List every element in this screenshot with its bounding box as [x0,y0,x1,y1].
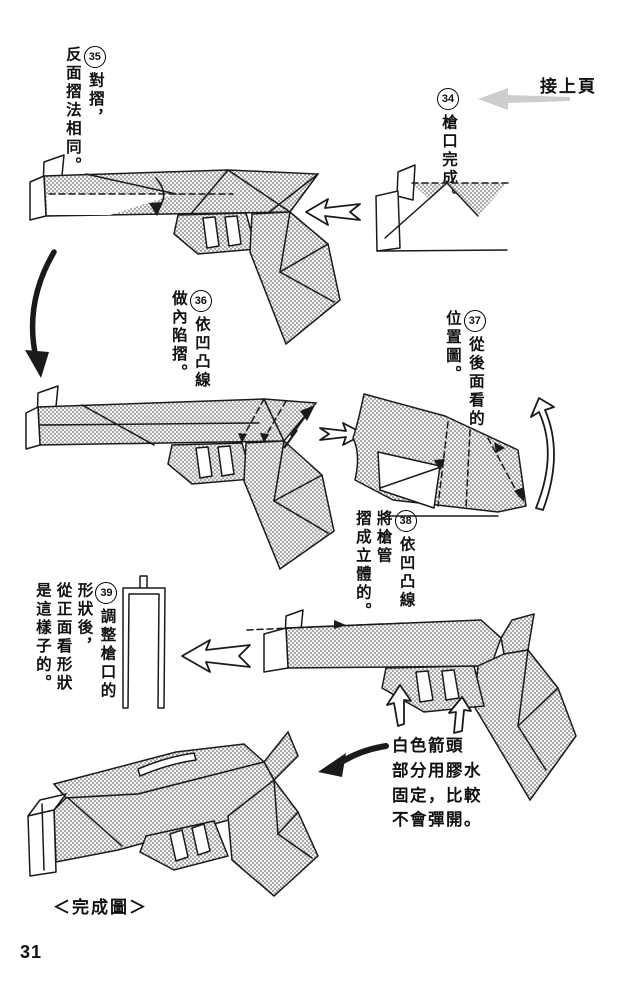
step-38-text-1: 依凹凸線 [397,536,415,610]
rotate-view-arrow-icon [526,396,560,512]
step-36-text-2: 做內陷摺。 [169,290,187,383]
diagram-step-34 [372,158,517,253]
continuation-arrow-icon [478,86,572,114]
black-flow-arrow-icon [16,248,64,380]
glue-spot-arrow-icon-2 [448,696,472,734]
step-38-text-2: 將槍管 [374,510,392,566]
step-38-text-3: 摺成立體的。 [353,510,371,621]
step-36-text-1: 依凹凸線 [192,316,210,390]
diagram-finished [26,724,321,899]
step-36-caption: 36 依凹凸線 做內陷摺。 [166,290,215,390]
glue-spot-arrow-icon-1 [386,684,412,727]
step-39-text-2: 形狀後， [75,582,93,656]
step-36-number: 36 [189,290,212,312]
glue-note: 白色箭頭 部分用膠水 固定，比較 不會彈開。 [392,734,482,833]
step-37-text-2: 位置圖。 [443,310,461,384]
front-view-arrow-icon [180,636,254,676]
diagram-step-38 [246,608,581,803]
diagram-step-35 [28,150,348,350]
finished-diagram-label: ＜完成圖＞ [53,898,148,917]
step-39-text-1: 調整槍口的 [98,608,116,701]
glue-note-line-4: 不會彈開。 [392,811,482,830]
step-38-caption: 38依凹凸線 將槍管 摺成立體的。 [350,510,420,621]
glue-note-line-2: 部分用膠水 [392,761,482,780]
step-35-line-1: 35 對摺， [83,46,106,176]
glue-note-line-3: 固定，比較 [392,786,482,805]
step-39-text-3: 從正面看形狀 [54,582,72,693]
diagram-step-37 [348,388,538,533]
diagram-step-39 [114,575,174,715]
step-35-text-2: 反面摺法相同。 [63,46,81,176]
step-39-number: 39 [95,582,118,604]
step-39-text-4: 是這樣子的。 [33,582,51,693]
glue-note-line-1: 白色箭頭 [392,737,464,755]
step-39-caption: 39 調整槍口的 形狀後， 從正面看形狀 是這樣子的。 [30,582,120,701]
step-37-line-1: 37 從後面看的 [463,310,486,429]
step-35-caption: 35 對摺， 反面摺法相同。 [60,46,109,176]
step-35-number: 35 [83,46,106,68]
step-37-caption: 37 從後面看的 位置圖。 [440,310,489,429]
page-number: 31 [20,942,43,962]
continuation-label: 接上頁 [540,77,597,96]
step-34-number: 34 [437,88,459,110]
black-final-arrow-icon [314,740,390,782]
fold-direction-arrow-icon [149,177,165,216]
step-37-text-1: 從後面看的 [466,336,484,429]
zigzag-fold-arrow-icon [282,402,320,450]
step-37-number: 37 [463,310,486,332]
prev-step-arrow-icon [304,196,362,228]
step-39-line-1: 39 調整槍口的 [95,582,118,701]
step-35-text-1: 對摺， [86,72,104,128]
step-36-line-1: 36 依凹凸線 [189,290,212,390]
diagram-step-36 [24,383,339,571]
